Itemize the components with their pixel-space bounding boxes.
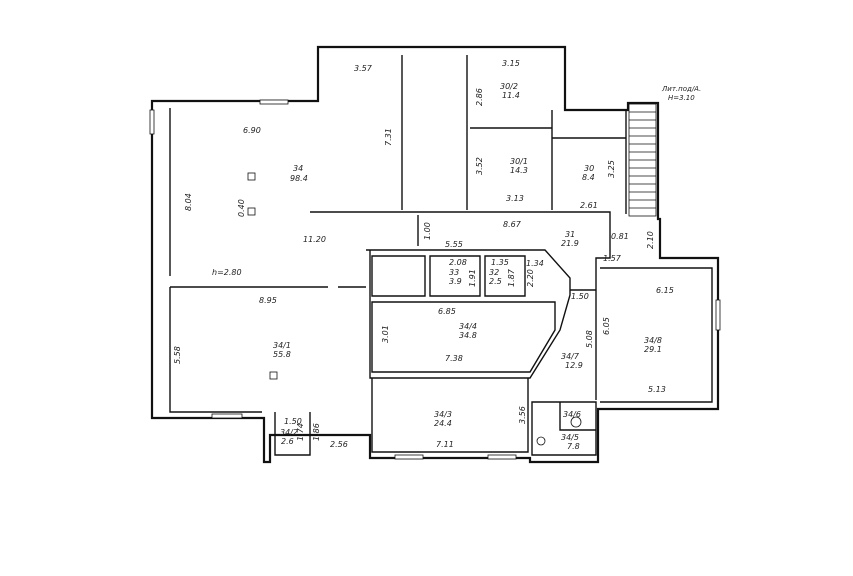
room-area: 98.4: [290, 174, 308, 183]
window: [394, 454, 424, 460]
window: [211, 413, 243, 419]
room-num: 30/2: [500, 82, 518, 91]
wall-central-inner: [371, 255, 526, 297]
dim-label: 2.56: [330, 440, 348, 449]
room-area: 34.8: [459, 331, 477, 340]
dim-label: 1.57: [603, 254, 622, 263]
room-area: 55.8: [273, 350, 291, 359]
room-area: 8.4: [582, 173, 595, 182]
column: [247, 207, 256, 216]
room-num: 34/8: [644, 336, 662, 345]
dim-label: 1.86: [312, 423, 321, 441]
window: [715, 299, 721, 331]
dim-label: 2.61: [580, 201, 598, 210]
wall-34-2: [274, 412, 311, 456]
room-area: 24.4: [434, 419, 452, 428]
dim-label: 3.01: [381, 325, 390, 343]
dim-label: 2.20: [526, 269, 535, 287]
dim-label: 1.50: [284, 417, 302, 426]
room-num: 31: [565, 230, 575, 239]
dim-label: 0.81: [611, 232, 629, 241]
room-num: 30/1: [510, 157, 528, 166]
wall-34-8: [600, 267, 713, 403]
dim-label: 6.90: [243, 126, 261, 135]
wall-bath: [531, 401, 597, 456]
room-area: 11.4: [502, 91, 520, 100]
dim-label: 5.13: [648, 385, 666, 394]
height-label: H=3.10: [668, 94, 695, 102]
wall-34-4: [371, 301, 556, 373]
room-num: 34/6: [563, 410, 581, 419]
dim-label: 7.31: [384, 128, 393, 146]
dim-label: 3.56: [518, 406, 527, 424]
dim-label: 11.20: [303, 235, 326, 244]
window: [259, 99, 289, 105]
dim-label: 5.08: [585, 330, 594, 348]
column: [247, 172, 256, 181]
room-num: 34/3: [434, 410, 452, 419]
dim-label: 5.55: [445, 240, 463, 249]
room-num: 34/1: [273, 341, 291, 350]
dim-label: 0.40: [237, 199, 246, 217]
room-area: 2.5: [489, 277, 502, 286]
stair-steps: [629, 111, 656, 209]
dim-label: h=2.80: [212, 268, 242, 277]
lit-label: Лит.под/А.: [661, 85, 701, 93]
outer-wall: [150, 45, 720, 464]
dim-label: 8.67: [503, 220, 522, 229]
toilet: [570, 416, 582, 428]
dim-label: 8.04: [184, 193, 193, 211]
room-num: 30: [584, 164, 594, 173]
dim-label: 3.25: [607, 160, 616, 178]
wall-34-3: [371, 378, 529, 453]
room-area: 2.6: [281, 437, 294, 446]
dim-label: 1.50: [571, 292, 589, 301]
window: [149, 109, 155, 135]
sink: [536, 436, 546, 446]
dim-label: 8.95: [259, 296, 277, 305]
room-num: 34/7: [561, 352, 580, 361]
dim-label: 1.87: [507, 268, 516, 287]
room-num: 32: [489, 268, 499, 277]
room-num: 34/5: [561, 433, 579, 442]
dim-label: 3.13: [506, 194, 524, 203]
dim-label: 7.38: [445, 354, 463, 363]
dim-label: 1.00: [423, 222, 432, 240]
room-area: 29.1: [644, 345, 662, 354]
dim-label: 1.34: [526, 259, 544, 268]
room-area: 7.8: [567, 442, 580, 451]
room-area: 12.9: [565, 361, 583, 370]
dim-label: 1.74: [296, 423, 305, 441]
room-num: 33: [449, 268, 459, 277]
room-area: 21.9: [561, 239, 579, 248]
wall-34-1-inner: [169, 287, 262, 413]
room-area: 3.9: [449, 277, 462, 286]
dim-label: 6.15: [656, 286, 674, 295]
dim-label: 6.05: [602, 317, 611, 335]
wall-central-block: [366, 249, 571, 379]
window: [487, 454, 517, 460]
dim-label: 7.11: [436, 440, 454, 449]
dim-label: 2.86: [475, 88, 484, 106]
dim-label: 5.58: [173, 346, 182, 364]
dim-label: 1.91: [468, 269, 477, 287]
dim-label: 2.08: [449, 258, 467, 267]
room-num: 34/2: [280, 428, 298, 437]
dim-label: 3.57: [354, 64, 373, 73]
dim-label: 3.15: [502, 59, 520, 68]
dim-label: 1.35: [491, 258, 509, 267]
room-num: 34: [293, 164, 303, 173]
column: [269, 371, 278, 380]
dim-label: 6.85: [438, 307, 456, 316]
room-num: 34/4: [459, 322, 477, 331]
wall-31: [560, 211, 611, 400]
dim-label: 2.10: [646, 231, 655, 249]
room-area: 14.3: [510, 166, 528, 175]
dim-label: 3.52: [475, 157, 484, 175]
